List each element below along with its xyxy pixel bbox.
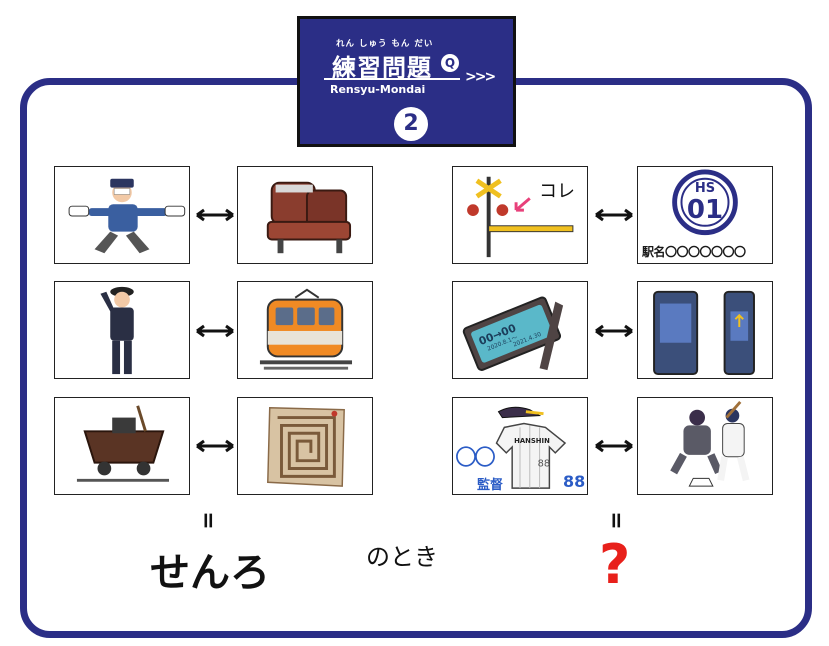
crossing-guard-icon [68, 178, 186, 254]
conductor-saluting-icon [100, 286, 134, 375]
equals-sign-left: = [195, 511, 221, 530]
double-arrow-icon [594, 324, 634, 338]
title-romaji: Rensyu-Mondai [330, 83, 426, 96]
baseball-batter-icon [670, 400, 750, 487]
double-arrow-icon [594, 439, 634, 453]
card-maze-map [237, 397, 373, 495]
connector-text: のとき [366, 543, 438, 571]
double-arrow-icon [195, 324, 235, 338]
card-station-sign: HS 01 駅名〇〇〇〇〇〇〇 [637, 166, 773, 264]
answer-text: せんろ [150, 550, 270, 596]
station-number-icon [672, 169, 738, 236]
card-baseball-uniform: HANSHIN 88 〇〇 監督 88 [452, 397, 588, 495]
double-arrow-icon [195, 208, 235, 222]
uniform-wordmark: HANSHIN [514, 437, 550, 445]
mine-cart-icon [76, 405, 170, 482]
station-name: 駅名〇〇〇〇〇〇〇 [642, 245, 746, 259]
title-ruby: れん しゅう もん だい [336, 39, 434, 49]
chevron-right-icon: >>> [465, 69, 496, 85]
baseball-uniform-icon: HANSHIN 88 [495, 406, 567, 489]
station-line-code: HS [694, 181, 716, 196]
card-crossing-guard [54, 166, 190, 264]
card-train-seat [237, 166, 373, 264]
double-arrow-icon [594, 208, 634, 222]
card-ticket-gate [637, 281, 773, 379]
card-orange-train [237, 281, 373, 379]
q-badge-icon: Q [441, 54, 459, 72]
title-banner: れん しゅう もん だい 練習問題 Q >>> Rensyu-Mondai 2 [297, 16, 516, 147]
equals-sign-right: = [603, 511, 629, 530]
maze-map-icon [267, 407, 345, 487]
orange-train-icon [259, 288, 353, 370]
question-number: 2 [394, 107, 428, 141]
coach-name-placeholder: 〇〇 [455, 446, 496, 471]
uniform-front-number: 88 [538, 459, 550, 470]
double-arrow-icon [195, 439, 235, 453]
train-seat-icon [266, 181, 352, 254]
coach-number: 88 [563, 472, 586, 491]
page-title: 練習問題 [332, 54, 432, 82]
card-railroad-crossing: コレ [452, 166, 588, 264]
card-commuter-pass: 00→00 2020.8.1〜 2021.4.30 [452, 281, 588, 379]
station-number: 01 [686, 195, 724, 225]
kore-label: コレ [539, 181, 575, 202]
card-baseball-batter [637, 397, 773, 495]
title-underline [324, 78, 460, 80]
card-conductor [54, 281, 190, 379]
coach-label: 監督 [477, 478, 504, 493]
question-mark: ? [599, 533, 631, 596]
commuter-pass-icon: 00→00 2020.8.1〜 2021.4.30 [462, 296, 564, 371]
ticket-gate-icon [653, 290, 755, 376]
railroad-crossing-icon [467, 176, 574, 258]
card-mine-cart [54, 397, 190, 495]
